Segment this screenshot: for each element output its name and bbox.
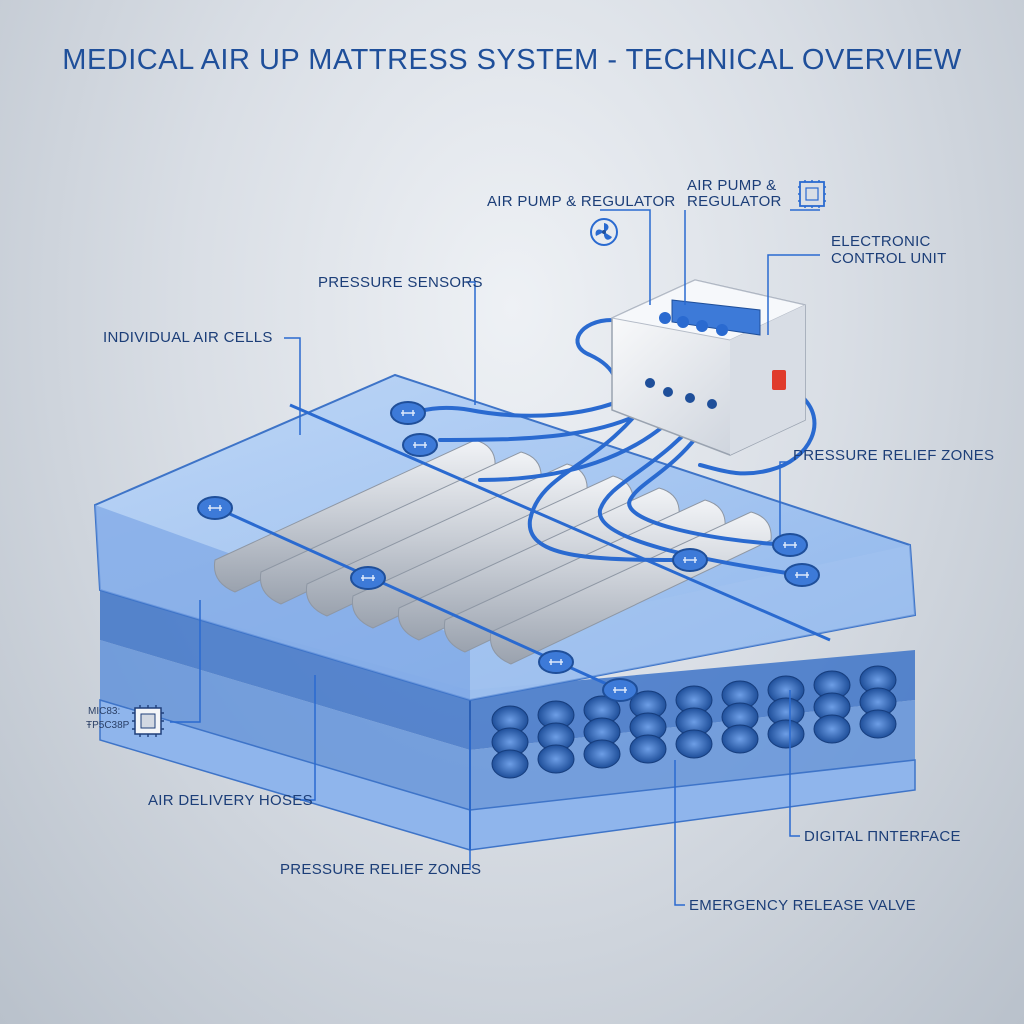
- label-digital-interface: DIGITAL ΠNTERFACE: [804, 828, 961, 845]
- pressure-sensor-pad: [390, 401, 426, 425]
- pressure-sensor-pad: [197, 496, 233, 520]
- electronic-control-unit: [610, 279, 807, 456]
- emergency-release-button: [772, 370, 786, 390]
- air-cell: [489, 511, 772, 665]
- tube-end: [583, 739, 621, 769]
- label-air-pump-regulator-left: AIR PUMP & REGULATOR: [487, 193, 676, 210]
- tube-end: [491, 749, 529, 779]
- fan-icon: [590, 218, 618, 246]
- chip-text-line2: ŦP5C38P: [86, 720, 130, 731]
- label-air-pump-regulator-right-line1: AIR PUMP &: [687, 177, 777, 194]
- microchip-icon: [798, 180, 826, 208]
- pressure-sensor-pads: [197, 401, 820, 702]
- pressure-sensor-pad: [784, 563, 820, 587]
- label-pressure-sensors: PRESSURE SENSORS: [318, 274, 483, 291]
- tube-end: [721, 724, 759, 754]
- label-emergency-release-valve: EMERGENCY RELEASE VALVE: [689, 897, 916, 914]
- tube-end: [629, 734, 667, 764]
- label-electronic-control-unit-line2: CONTROL UNIT: [831, 250, 947, 267]
- pressure-sensor-pad: [350, 566, 386, 590]
- tube-end: [813, 714, 851, 744]
- pressure-sensor-pad: [602, 678, 638, 702]
- pressure-sensor-pad: [402, 433, 438, 457]
- pressure-sensor-pad: [772, 533, 808, 557]
- individual-air-cells: [213, 439, 772, 665]
- tube-end: [537, 744, 575, 774]
- label-individual-air-cells: INDIVIDUAL AIR CELLS: [103, 329, 273, 346]
- label-air-delivery-hoses: AIR DELIVERY HOSES: [148, 792, 313, 809]
- processor-chip-icon: [132, 705, 164, 737]
- label-pressure-relief-zones-bottom: PRESSURE RELIEF ZONES: [280, 861, 482, 878]
- pressure-sensor-pad: [672, 548, 708, 572]
- diagram-title: MEDICAL AIR UP MATTRESS SYSTEM - TECHNIC…: [62, 44, 962, 76]
- label-electronic-control-unit-line1: ELECTRONIC: [831, 233, 931, 250]
- pressure-sensor-pad: [538, 650, 574, 674]
- label-air-pump-regulator-right-line2: REGULATOR: [687, 193, 782, 210]
- leader-lines: [170, 209, 820, 906]
- tube-end: [675, 729, 713, 759]
- tube-end: [859, 709, 897, 739]
- air-cell-tube-ends: [491, 665, 897, 779]
- label-pressure-relief-zones-right: PRESSURE RELIEF ZONES: [793, 447, 995, 464]
- chip-text-line1: MIC83:: [88, 706, 121, 717]
- tube-end: [767, 719, 805, 749]
